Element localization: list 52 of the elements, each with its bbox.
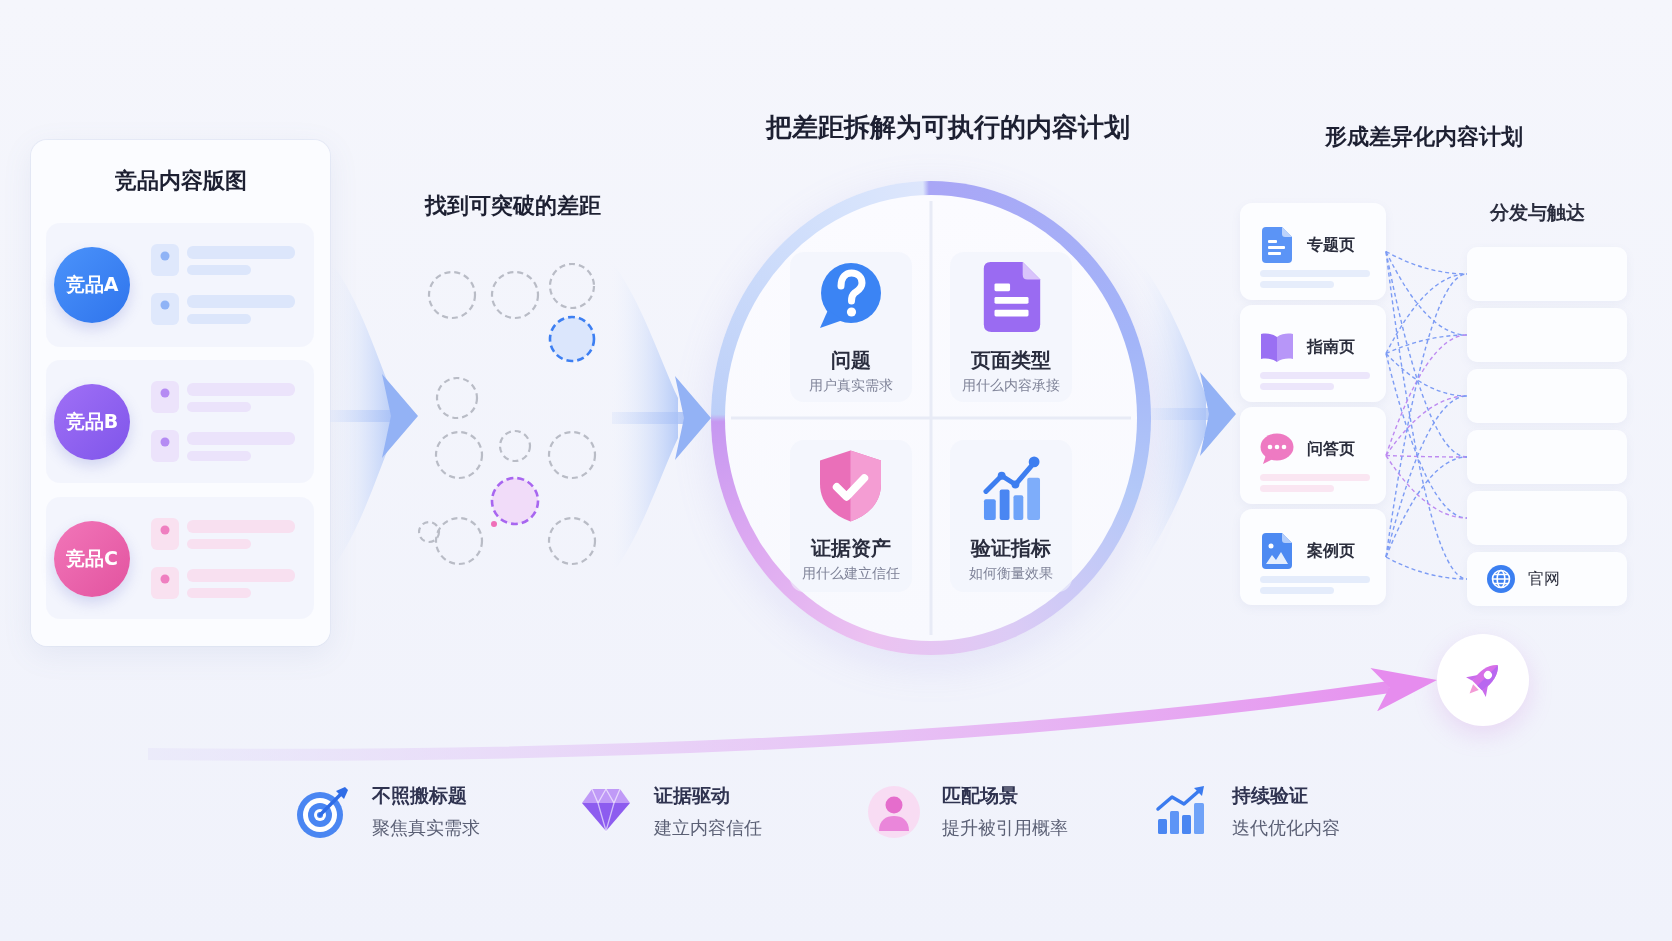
- channel-card: [1467, 369, 1627, 423]
- quadrant-subtitle: 如何衡量效果: [969, 565, 1053, 583]
- page-type-card: [1240, 203, 1386, 300]
- dashed-connector: [1385, 556, 1468, 580]
- feature-title: 不照搬标题: [372, 784, 467, 808]
- flow-arrow: [330, 374, 418, 458]
- channel-card: [1467, 430, 1627, 484]
- section-heading: 竞品内容版图: [115, 167, 247, 195]
- channel-card: [1467, 247, 1627, 301]
- quadrant-subtitle: 用什么建立信任: [802, 565, 900, 583]
- dashed-connector: [1385, 250, 1468, 336]
- card-label: 问答页: [1307, 439, 1355, 459]
- feature-subtitle: 建立内容信任: [654, 816, 762, 840]
- channel-card: [1467, 308, 1627, 362]
- feature-title: 持续验证: [1232, 784, 1308, 808]
- section-heading: 把差距拆解为可执行的内容计划: [766, 110, 1130, 144]
- dashed-connector: [1385, 456, 1468, 558]
- flow-arrow: [612, 376, 711, 460]
- flow-arrow: [147, 667, 1438, 761]
- section-heading: 形成差异化内容计划: [1325, 123, 1523, 151]
- dashed-connector: [1385, 250, 1468, 275]
- page-type-card: [1240, 407, 1386, 504]
- quadrant-title: 页面类型: [971, 347, 1051, 373]
- card-label: 官网: [1528, 569, 1560, 589]
- section-heading: 找到可突破的差距: [425, 192, 601, 220]
- column-heading: 分发与触达: [1489, 201, 1585, 225]
- card-label: 案例页: [1307, 541, 1355, 561]
- page-type-card: [1240, 509, 1386, 605]
- card-label: 专题页: [1307, 235, 1355, 255]
- feature-title: 证据驱动: [654, 784, 730, 808]
- page-type-card: [1240, 305, 1386, 402]
- dashed-connector: [1385, 454, 1468, 519]
- quadrant-title: 问题: [831, 347, 871, 373]
- feature-subtitle: 迭代优化内容: [1232, 816, 1340, 840]
- dashed-connector: [1385, 352, 1468, 397]
- feature-title: 匹配场景: [942, 784, 1018, 808]
- feature-subtitle: 提升被引用概率: [942, 816, 1068, 840]
- quadrant-subtitle: 用什么内容承接: [962, 377, 1060, 395]
- card-label: 指南页: [1307, 337, 1355, 357]
- competitor-panel: [31, 140, 330, 646]
- flow-arrow: [1151, 372, 1236, 456]
- quadrant-panel: [790, 440, 912, 592]
- quadrant-panel: [950, 252, 1072, 402]
- feature-subtitle: 聚焦真实需求: [372, 816, 480, 840]
- dashed-connector: [1385, 454, 1468, 458]
- quadrant-title: 证据资产: [811, 535, 891, 561]
- channel-card: [1467, 552, 1627, 606]
- channel-card: [1467, 491, 1627, 545]
- quadrant-panel: [950, 440, 1072, 592]
- quadrant-subtitle: 用户真实需求: [809, 377, 893, 395]
- quadrant-panel: [790, 252, 912, 402]
- quadrant-title: 验证指标: [971, 535, 1051, 561]
